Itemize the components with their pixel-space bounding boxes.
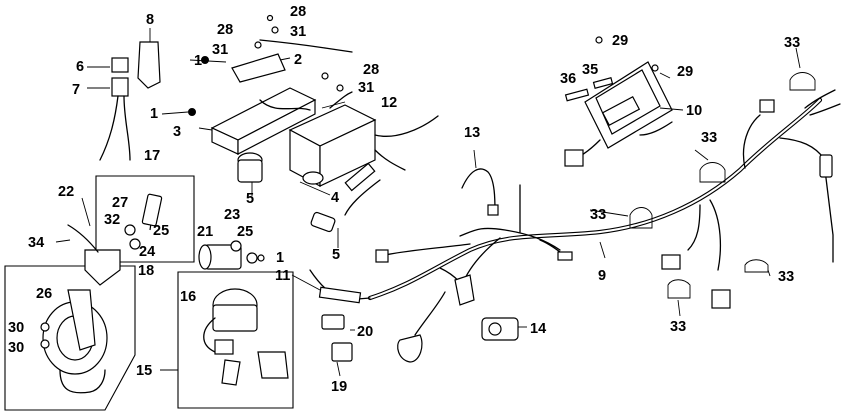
- harness-connector-left: [375, 249, 389, 263]
- callout-18: 18: [138, 263, 154, 279]
- callout-3: 3: [173, 124, 181, 140]
- upper-left-small-parts: [99, 39, 353, 161]
- callout-9: 9: [598, 268, 606, 284]
- harness-connector-right: [819, 154, 833, 178]
- callout-1: 1: [194, 53, 202, 69]
- horn-bracket-box: [67, 175, 195, 286]
- callout-33: 33: [670, 319, 686, 335]
- callout-29: 29: [677, 64, 693, 80]
- horn-bracket: [67, 289, 96, 351]
- callout-25: 25: [153, 223, 169, 239]
- callout-2: 2: [294, 52, 302, 68]
- callout-36: 36: [560, 71, 576, 87]
- callout-7: 7: [72, 82, 80, 98]
- mount-bracket: [137, 41, 161, 89]
- callout-26: 26: [36, 286, 52, 302]
- callout-27: 27: [112, 195, 128, 211]
- callout-33: 33: [701, 130, 717, 146]
- callout-30: 30: [8, 320, 24, 336]
- connector-cap: [111, 57, 129, 73]
- relay-lower: [331, 342, 353, 362]
- relay-upper: [321, 314, 345, 330]
- main-wire-harness: [367, 89, 841, 309]
- harness-connector-low: [661, 254, 681, 270]
- callout-31: 31: [290, 24, 306, 40]
- callout-25: 25: [237, 224, 253, 240]
- resistor-parts: [198, 240, 258, 270]
- wire-connector: [111, 77, 129, 97]
- callout-20: 20: [357, 324, 373, 340]
- callout-33: 33: [590, 207, 606, 223]
- callout-13: 13: [464, 125, 480, 141]
- callout-17: 17: [144, 148, 160, 164]
- callout-28: 28: [363, 62, 379, 78]
- callout-31: 31: [358, 80, 374, 96]
- callout-24: 24: [139, 244, 155, 260]
- callout-31: 31: [212, 42, 228, 58]
- harness-clamps: [629, 72, 816, 299]
- regulator-connector: [564, 149, 584, 167]
- callout-22: 22: [58, 184, 74, 200]
- ignition-switch-box: [177, 271, 294, 409]
- harness-connector-bottom: [711, 289, 731, 309]
- flasher-relay-cylinder: [397, 334, 423, 363]
- callout-30: 30: [8, 340, 24, 356]
- relay-parts: [321, 314, 353, 362]
- callout-33: 33: [778, 269, 794, 285]
- harness-connector-top: [759, 99, 775, 113]
- switch-connector: [214, 339, 234, 355]
- callout-5: 5: [332, 247, 340, 263]
- callout-10: 10: [686, 103, 702, 119]
- callout-28: 28: [290, 4, 306, 20]
- horn-detail-box: [4, 265, 136, 411]
- callout-4: 4: [331, 190, 339, 206]
- callout-23: 23: [224, 207, 240, 223]
- callout-29: 29: [612, 33, 628, 49]
- harness-connector-under: [454, 274, 475, 306]
- callout-16: 16: [180, 289, 196, 305]
- callout-5: 5: [246, 191, 254, 207]
- callout-15: 15: [136, 363, 152, 379]
- coil-cap-part: [231, 53, 286, 83]
- callout-34: 34: [28, 235, 44, 251]
- sensor-wire: [461, 168, 499, 216]
- horn-stay: [84, 249, 121, 286]
- callout-12: 12: [381, 95, 397, 111]
- callout-1: 1: [276, 250, 284, 266]
- harness-connector-mid: [557, 251, 573, 261]
- ignition-key: [221, 359, 241, 386]
- callout-33: 33: [784, 35, 800, 51]
- plug-cap-lower: [310, 211, 336, 233]
- callout-32: 32: [104, 212, 120, 228]
- callout-1: 1: [150, 106, 158, 122]
- sub-harness: [309, 269, 371, 304]
- callout-21: 21: [197, 224, 213, 240]
- callout-6: 6: [76, 59, 84, 75]
- flasher-unit: [397, 291, 519, 363]
- callout-35: 35: [582, 62, 598, 78]
- regulator-rectifier-unit: [564, 61, 673, 167]
- callout-labels: 28 28 31 31 1 2 8 6 7 28 31 12 1 3 17 5 …: [8, 4, 800, 395]
- ignition-coil-assembly: [210, 87, 439, 216]
- callout-28: 28: [217, 22, 233, 38]
- callout-14: 14: [530, 321, 546, 337]
- fasteners: [188, 14, 659, 262]
- callout-19: 19: [331, 379, 347, 395]
- leader-lines: [55, 28, 801, 377]
- callout-11: 11: [275, 268, 290, 284]
- callout-8: 8: [146, 12, 154, 28]
